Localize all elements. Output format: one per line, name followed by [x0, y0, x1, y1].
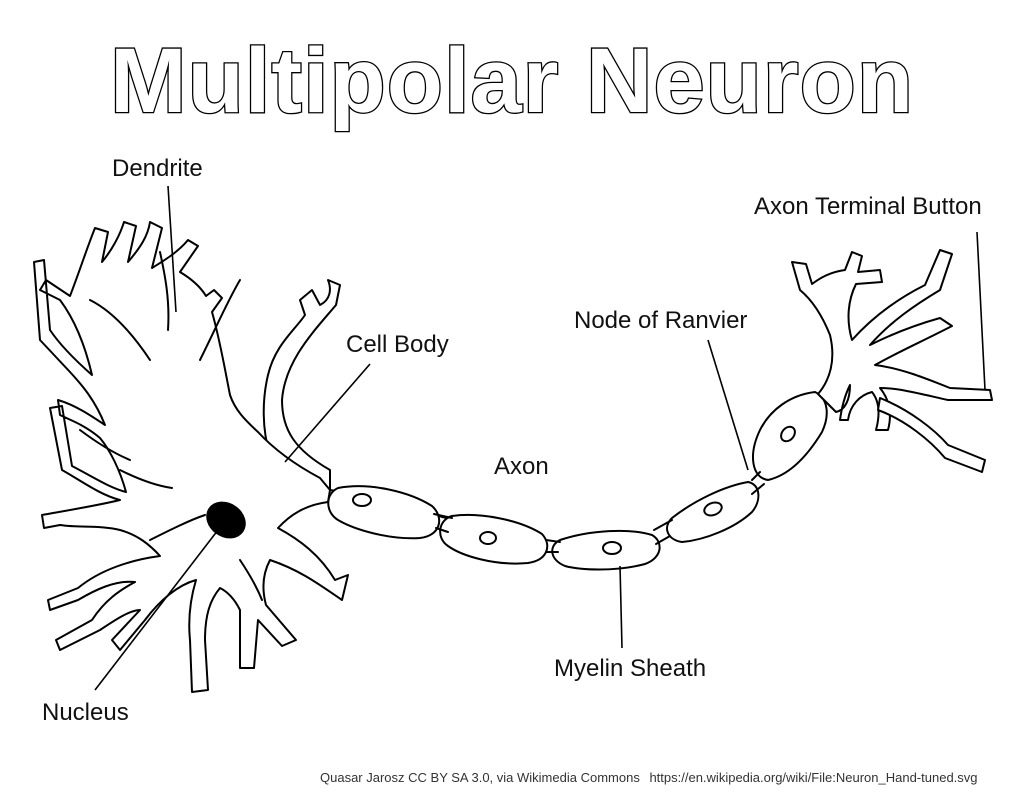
label-myelin-sheath: Myelin Sheath: [554, 655, 706, 682]
credit-url[interactable]: https://en.wikipedia.org/wiki/File:Neuro…: [649, 770, 977, 785]
label-dendrite: Dendrite: [112, 155, 203, 182]
nucleus-shape: [206, 501, 246, 539]
leader-lines: [94, 185, 986, 691]
nodes-of-ranvier: [433, 471, 765, 553]
credit-attribution: Quasar Jarosz CC BY SA 3.0, via Wikimedi…: [320, 770, 640, 785]
diagram-title: Multipolar Neuron: [110, 30, 914, 132]
credit-line: Quasar Jarosz CC BY SA 3.0, via Wikimedi…: [320, 770, 978, 785]
myelin-segment-1: [327, 485, 441, 540]
axon-terminal: [791, 249, 993, 473]
label-cell-body: Cell Body: [346, 331, 449, 358]
label-nucleus: Nucleus: [42, 699, 129, 726]
myelin-sheath-segments: [327, 391, 828, 571]
label-axon-terminal-button: Axon Terminal Button: [754, 193, 982, 220]
label-axon: Axon: [494, 453, 549, 480]
label-node-of-ranvier: Node of Ranvier: [574, 307, 747, 334]
cell-body-outline: [33, 221, 349, 693]
dendrite-branch-lines: [79, 251, 263, 601]
